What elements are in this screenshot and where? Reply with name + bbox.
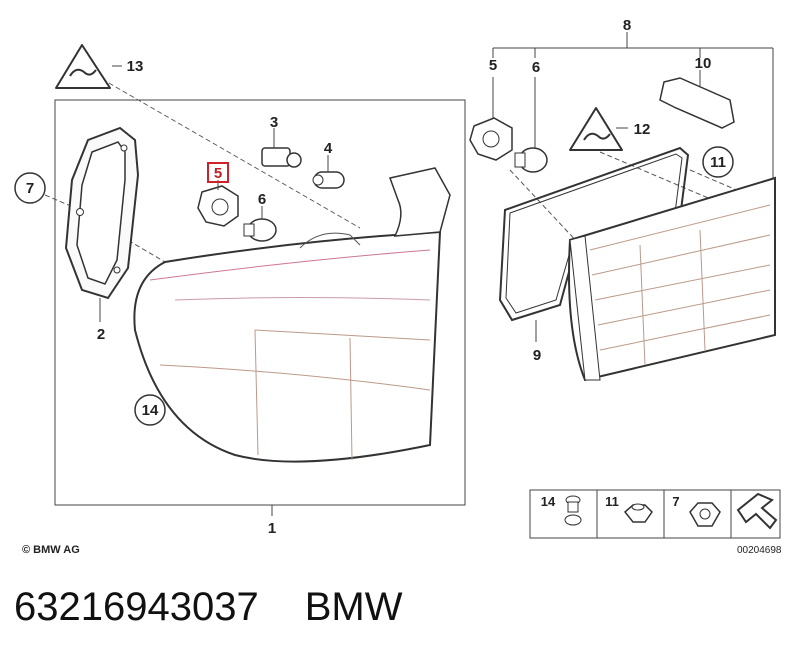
brand-name: BMW: [304, 585, 403, 629]
tail-light-inner-part-11: [568, 176, 776, 382]
callout-5b-label: 5: [489, 57, 497, 74]
bulb-socket-part-5: [197, 180, 239, 227]
callout-10-label: 10: [695, 55, 712, 72]
direction-arrow-icon: [736, 492, 778, 530]
callout-9-label: 9: [533, 347, 541, 364]
nut-icon-7: [689, 502, 721, 527]
nut-icon-11: [623, 503, 653, 523]
callout-7-label: 7: [26, 180, 34, 197]
warning-triangle-12: [569, 107, 628, 151]
legend-14-label: 14: [541, 494, 556, 509]
clip-part-10: [659, 70, 735, 129]
callout-11-label: 11: [710, 154, 726, 171]
callout-2-label: 2: [97, 326, 105, 343]
legend-11-label: 11: [605, 494, 619, 509]
circle-callout-14: 14: [134, 394, 166, 426]
legend-7-label: 7: [672, 494, 679, 509]
callout-12-label: 12: [634, 121, 651, 138]
callout-8-label: 8: [623, 17, 631, 34]
callout-1-label: 1: [268, 520, 276, 537]
highlighted-callout-5: 5: [207, 162, 229, 183]
callout-5-label: 5: [214, 165, 222, 182]
right-bracket-8: [492, 32, 774, 178]
warning-triangle-13: [55, 44, 122, 89]
bulb-part-6-left: [243, 206, 277, 242]
screw-icon: [564, 495, 582, 526]
callout-6b-label: 6: [532, 59, 540, 76]
bulb-part-6-right: [514, 77, 548, 173]
parts-diagram: 7 14 11 1 2 3 4 5 6 8 9 10 12 13 5 6 14 …: [14, 17, 782, 556]
circle-callout-11: 11: [702, 146, 734, 178]
callout-6a-label: 6: [258, 191, 266, 208]
bulb-socket-part-5-right: [469, 77, 513, 161]
circle-callout-7: 7: [14, 172, 46, 204]
callout-3-label: 3: [270, 114, 278, 131]
bulb-part-4: [312, 155, 345, 189]
callout-14-label: 14: [142, 402, 159, 419]
bulb-socket-part-3: [261, 128, 302, 168]
hardware-legend: 14 11 7: [529, 489, 781, 539]
part-number-line: 63216943037 BMW: [14, 585, 402, 630]
gasket-part-2: [64, 126, 140, 322]
diagram-id-text: 00204698: [737, 545, 782, 556]
left-assembly-frame: [54, 99, 466, 506]
part-number: 63216943037: [14, 585, 259, 629]
callout-4-label: 4: [324, 140, 333, 157]
tail-light-outer-part-1: [133, 167, 451, 516]
copyright-text: © BMW AG: [22, 544, 80, 556]
callout-13-label: 13: [127, 58, 144, 75]
highlight-box: [207, 162, 229, 183]
